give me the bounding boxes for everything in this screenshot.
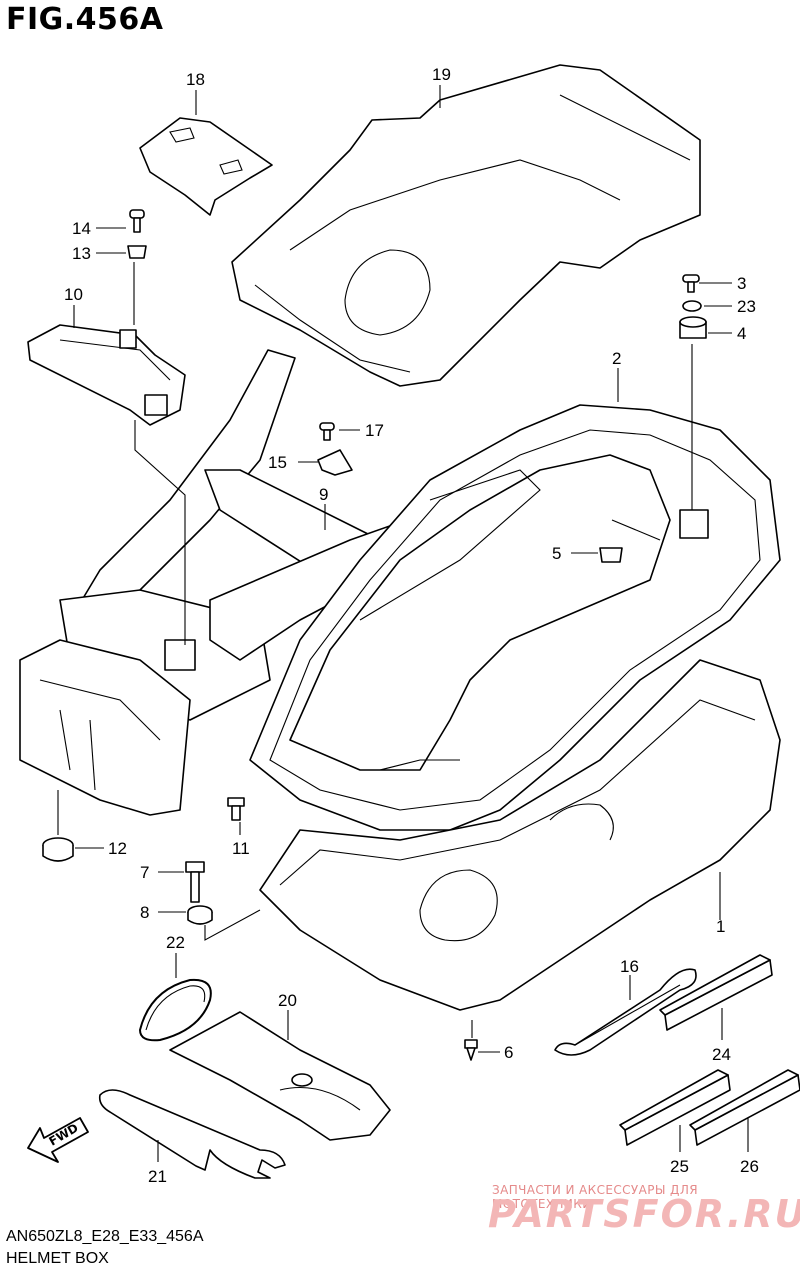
callout-14: 14 <box>72 219 91 238</box>
part-2-helmet-box[interactable] <box>249 404 781 831</box>
part-1-lower-box[interactable] <box>259 659 781 1011</box>
callout-11: 11 <box>232 839 250 858</box>
callout-15: 15 <box>268 453 287 472</box>
part-3-screw[interactable] <box>682 274 700 293</box>
callout-labels: 18 19 14 13 10 3 23 4 2 17 15 9 5 11 12 … <box>64 65 759 1186</box>
callout-5: 5 <box>552 544 561 563</box>
part-7-bolt[interactable] <box>185 861 205 903</box>
part-5-nut[interactable] <box>599 547 623 563</box>
callout-18: 18 <box>186 70 205 89</box>
callout-22: 22 <box>166 933 185 952</box>
callout-23: 23 <box>737 297 756 316</box>
figure-title: FIG.456A <box>6 2 164 37</box>
callout-3: 3 <box>737 274 746 293</box>
part-14-pin[interactable] <box>129 209 145 233</box>
part-6-screw[interactable] <box>464 1039 478 1061</box>
part-26-bar[interactable] <box>689 1069 800 1146</box>
callout-24: 24 <box>712 1045 731 1064</box>
part-10-lock-assembly[interactable] <box>27 324 186 426</box>
callout-12: 12 <box>108 839 127 858</box>
part-4-cushion[interactable] <box>679 316 707 339</box>
part-24-bar[interactable] <box>659 954 773 1031</box>
callout-13: 13 <box>72 244 91 263</box>
callout-20: 20 <box>278 991 297 1010</box>
callout-19: 19 <box>432 65 451 84</box>
callout-9: 9 <box>319 485 328 504</box>
callout-4: 4 <box>737 324 746 343</box>
part-12-grommet[interactable] <box>42 837 74 862</box>
part-8-collar[interactable] <box>187 905 213 925</box>
part-18-bracket[interactable] <box>139 117 273 216</box>
part-17-screw[interactable] <box>319 422 335 441</box>
leader-lines <box>57 85 749 1162</box>
callout-10: 10 <box>64 285 83 304</box>
part-21-spanner[interactable] <box>98 1089 286 1179</box>
callout-25: 25 <box>670 1157 689 1176</box>
part-25-bar[interactable] <box>619 1069 731 1146</box>
watermark-brand: PARTSFOR.RU <box>488 1192 800 1236</box>
figure-code: AN650ZL8_E28_E33_456A <box>6 1228 204 1245</box>
part-13-nut[interactable] <box>127 245 147 259</box>
figure-name: HELMET BOX <box>6 1250 109 1267</box>
part-23-washer[interactable] <box>682 300 702 312</box>
watermark-tagline: ЗАПЧАСТИ И АКСЕССУАРЫ ДЛЯ МОТОТЕХНИКИ <box>492 1183 698 1211</box>
callout-8: 8 <box>140 903 149 922</box>
callout-7: 7 <box>140 863 149 882</box>
part-19-upper-cover[interactable] <box>231 64 701 387</box>
callout-17: 17 <box>365 421 384 440</box>
part-11-bolt[interactable] <box>227 797 245 821</box>
part-20-tool-bag[interactable] <box>169 1011 391 1141</box>
part-16-cable[interactable] <box>554 968 697 1056</box>
fwd-arrow-icon: FWD <box>27 1117 89 1163</box>
callout-1: 1 <box>716 917 725 936</box>
part-15-clip[interactable] <box>317 449 353 476</box>
part-22-band[interactable] <box>139 978 212 1042</box>
callout-6: 6 <box>504 1043 513 1062</box>
callout-2: 2 <box>612 349 621 368</box>
callout-26: 26 <box>740 1157 759 1176</box>
callout-16: 16 <box>620 957 639 976</box>
callout-21: 21 <box>148 1167 167 1186</box>
